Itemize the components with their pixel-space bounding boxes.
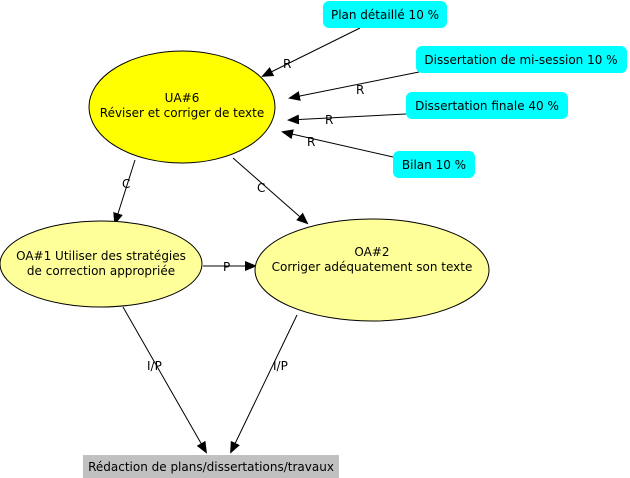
node-dissertation-finale[interactable]: Dissertation finale 40 % <box>406 92 568 119</box>
node-ua6[interactable]: UA#6 Réviser et corriger de texte <box>88 50 276 164</box>
edge-label-plan-ua6: R <box>283 57 291 71</box>
edge-bilan-to-ua6: R <box>281 129 394 158</box>
node-oa1-line1: OA#1 Utiliser des stratégies <box>16 249 186 263</box>
node-bilan[interactable]: Bilan 10 % <box>393 151 475 178</box>
edge-label-mi-session-ua6: R <box>356 83 364 97</box>
edge-oa1-to-oa2: P <box>203 260 257 274</box>
edge-mi-session-to-ua6: R <box>288 71 420 101</box>
edge-label-oa1-redaction: I/P <box>147 359 162 373</box>
node-oa1-line2: de correction appropriée <box>27 264 175 278</box>
edge-label-oa1-oa2: P <box>223 260 230 274</box>
edge-label-finale-ua6: R <box>325 113 333 127</box>
node-dissertation-mi-session[interactable]: Dissertation de mi-session 10 % <box>416 46 627 73</box>
edge-ua6-to-oa2: C <box>232 157 309 225</box>
node-oa2[interactable]: OA#2 Corriger adéquatement son texte <box>254 218 490 322</box>
node-plan-detaille[interactable]: Plan détaillé 10 % <box>323 1 447 28</box>
node-ua6-title: UA#6 <box>165 91 200 105</box>
edge-ua6-to-oa1: C <box>113 159 136 225</box>
node-oa1[interactable]: OA#1 Utiliser des stratégies de correcti… <box>0 220 203 308</box>
edge-oa1-to-redaction: I/P <box>122 306 207 454</box>
edge-label-bilan-ua6: R <box>307 135 315 149</box>
node-oa2-subtitle: Corriger adéquatement son texte <box>272 260 473 274</box>
edge-oa2-to-redaction: I/P <box>230 314 298 454</box>
edge-label-oa2-redaction: I/P <box>273 359 288 373</box>
node-plan-detaille-label: Plan détaillé 10 % <box>331 8 439 22</box>
edge-label-ua6-oa2: C <box>257 181 265 195</box>
edge-finale-to-ua6: R <box>287 113 407 127</box>
node-redaction[interactable]: Rédaction de plans/dissertations/travaux <box>83 455 339 478</box>
node-redaction-label: Rédaction de plans/dissertations/travaux <box>88 460 334 474</box>
node-dissertation-mi-session-label: Dissertation de mi-session 10 % <box>424 53 617 67</box>
edge-plan-to-ua6: R <box>261 27 361 77</box>
node-oa2-title: OA#2 <box>354 245 389 259</box>
edge-label-ua6-oa1: C <box>122 177 130 191</box>
node-bilan-label: Bilan 10 % <box>402 158 466 172</box>
node-ua6-subtitle: Réviser et corriger de texte <box>100 106 264 120</box>
node-dissertation-finale-label: Dissertation finale 40 % <box>415 99 559 113</box>
